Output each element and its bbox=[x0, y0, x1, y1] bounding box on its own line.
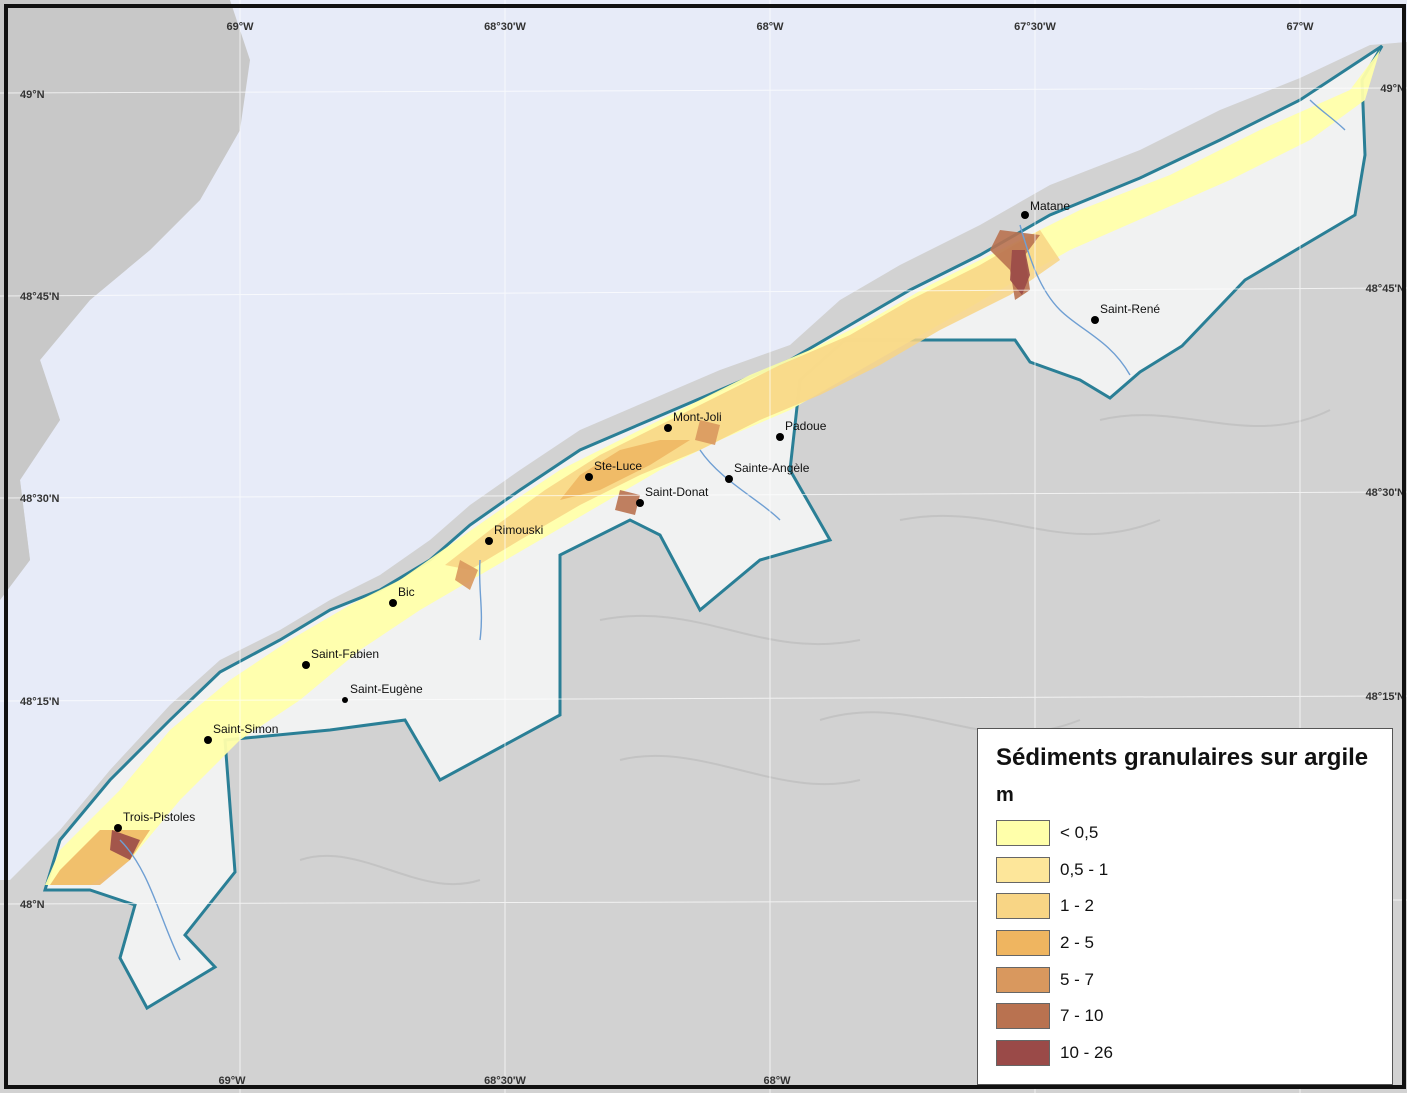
graticule-labels-left: 49°N 48°45'N 48°30'N 48°15'N 48°N bbox=[20, 89, 59, 911]
legend-swatch bbox=[996, 1039, 1050, 1066]
town-sainte-angele[interactable]: Sainte-Angèle bbox=[725, 461, 810, 483]
town-saint-simon[interactable]: Saint-Simon bbox=[204, 722, 278, 744]
water-body bbox=[0, 0, 1407, 880]
legend-swatch bbox=[996, 930, 1050, 957]
legend-label: 5 - 7 bbox=[1060, 969, 1095, 989]
town-label: Bic bbox=[398, 585, 415, 599]
legend-label: < 0,5 bbox=[1060, 823, 1099, 843]
town-label: Saint-Simon bbox=[213, 722, 278, 736]
town-label: Mont-Joli bbox=[673, 410, 722, 424]
town-matane[interactable]: Matane bbox=[1021, 199, 1070, 219]
north-shore bbox=[0, 0, 250, 600]
town-label: Padoue bbox=[785, 419, 827, 433]
sediment-overlay bbox=[45, 50, 1380, 885]
legend-item: 7 - 10 bbox=[996, 998, 1392, 1035]
grat-top-6830w: 68°30'W bbox=[484, 21, 526, 33]
town-marker bbox=[725, 475, 733, 483]
legend-label: 0,5 - 1 bbox=[1060, 859, 1109, 879]
legend-swatch bbox=[996, 893, 1050, 920]
town-label: Saint-Donat bbox=[645, 485, 709, 499]
town-marker bbox=[302, 661, 310, 669]
grat-top-68w: 68°W bbox=[756, 21, 784, 33]
towns: Matane Saint-René Mont-Joli Padoue Saint… bbox=[114, 199, 1160, 832]
town-ste-luce[interactable]: Ste-Luce bbox=[585, 459, 642, 481]
grat-top-67w: 67°W bbox=[1286, 21, 1314, 33]
rivers bbox=[119, 99, 1346, 961]
legend-unit: m bbox=[996, 784, 1014, 806]
legend-label: 7 - 10 bbox=[1060, 1006, 1104, 1026]
legend-item: 0,5 - 1 bbox=[996, 852, 1392, 889]
town-rimouski[interactable]: Rimouski bbox=[485, 523, 543, 545]
grat-left-4845n: 48°45'N bbox=[20, 291, 59, 303]
legend: Sédiments granulaires sur argile m < 0,5… bbox=[977, 728, 1393, 1085]
grat-left-4815n: 48°15'N bbox=[20, 696, 59, 708]
town-marker bbox=[636, 499, 644, 507]
town-mont-joli[interactable]: Mont-Joli bbox=[664, 410, 722, 432]
town-marker bbox=[1091, 316, 1099, 324]
town-label: Sainte-Angèle bbox=[734, 461, 810, 475]
town-saint-donat[interactable]: Saint-Donat bbox=[636, 485, 709, 507]
town-marker bbox=[776, 433, 784, 441]
grat-bottom-69w: 69°W bbox=[218, 1075, 246, 1087]
town-marker bbox=[485, 537, 493, 545]
legend-label: 10 - 26 bbox=[1060, 1042, 1113, 1062]
town-bic[interactable]: Bic bbox=[389, 585, 415, 607]
grat-right-4845n: 48°45'N bbox=[1366, 283, 1405, 295]
town-marker bbox=[585, 473, 593, 481]
town-marker bbox=[389, 599, 397, 607]
legend-item: 10 - 26 bbox=[996, 1035, 1392, 1072]
legend-swatch bbox=[996, 820, 1050, 847]
grat-right-4815n: 48°15'N bbox=[1366, 691, 1405, 703]
map-border bbox=[4, 4, 1406, 1089]
town-saint-rene[interactable]: Saint-René bbox=[1091, 302, 1160, 324]
grat-right-49n: 49°N bbox=[1380, 83, 1405, 95]
legend-label: 2 - 5 bbox=[1060, 933, 1095, 953]
town-marker bbox=[1021, 211, 1029, 219]
legend-swatch bbox=[996, 856, 1050, 883]
graticule-labels-bottom: 69°W 68°30'W 68°W bbox=[218, 1075, 791, 1087]
town-label: Saint-Eugène bbox=[350, 682, 423, 696]
town-label: Saint-Fabien bbox=[311, 647, 379, 661]
grat-left-48n: 48°N bbox=[20, 899, 45, 911]
graticule-labels-right: 49°N 48°45'N 48°30'N 48°15'N bbox=[1366, 83, 1405, 703]
legend-item: 1 - 2 bbox=[996, 888, 1392, 925]
town-saint-eugene[interactable]: Saint-Eugène bbox=[342, 682, 423, 703]
town-marker bbox=[664, 424, 672, 432]
legend-item: 2 - 5 bbox=[996, 925, 1392, 962]
town-label: Trois-Pistoles bbox=[123, 810, 195, 824]
grat-left-49n: 49°N bbox=[20, 89, 45, 101]
legend-item: 5 - 7 bbox=[996, 961, 1392, 998]
legend-title: Sédiments granulaires sur argile bbox=[996, 744, 1369, 771]
grat-top-69w: 69°W bbox=[226, 21, 254, 33]
legend-label: 1 - 2 bbox=[1060, 896, 1095, 916]
town-label: Matane bbox=[1030, 199, 1070, 213]
legend-item: < 0,5 bbox=[996, 815, 1392, 852]
town-label: Ste-Luce bbox=[594, 459, 642, 473]
grat-right-4830n: 48°30'N bbox=[1366, 487, 1405, 499]
town-marker bbox=[114, 824, 122, 832]
town-marker bbox=[204, 736, 212, 744]
town-marker bbox=[342, 697, 348, 703]
grat-top-6730w: 67°30'W bbox=[1014, 21, 1056, 33]
town-label: Rimouski bbox=[494, 523, 543, 537]
town-trois-pistoles[interactable]: Trois-Pistoles bbox=[114, 810, 195, 832]
legend-swatch bbox=[996, 1003, 1050, 1030]
legend-items: < 0,5 0,5 - 1 1 - 2 2 - 5 5 - 7 7 - 10 bbox=[996, 815, 1392, 1071]
grat-bottom-68w: 68°W bbox=[763, 1075, 791, 1087]
town-saint-fabien[interactable]: Saint-Fabien bbox=[302, 647, 379, 669]
legend-swatch bbox=[996, 966, 1050, 993]
grat-left-4830n: 48°30'N bbox=[20, 493, 59, 505]
town-label: Saint-René bbox=[1100, 302, 1160, 316]
graticule-labels-top: 69°W 68°30'W 68°W 67°30'W 67°W bbox=[226, 21, 1314, 33]
town-padoue[interactable]: Padoue bbox=[776, 419, 827, 441]
grat-bottom-6830w: 68°30'W bbox=[484, 1075, 526, 1087]
